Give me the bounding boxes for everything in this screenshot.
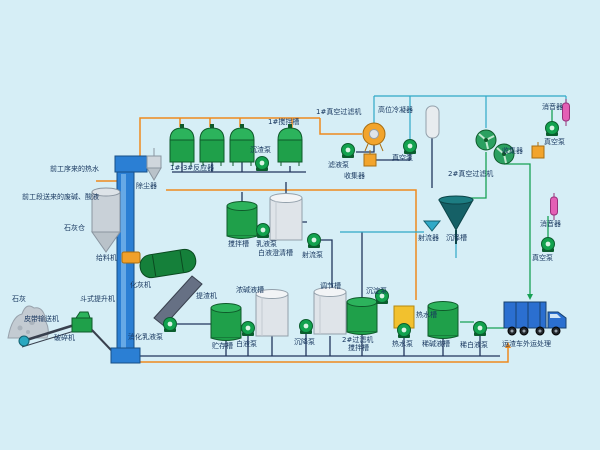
label-feeder: 给料机	[96, 254, 117, 262]
vacuum-pump1-equip	[403, 139, 417, 155]
regulating-tank-equip	[313, 287, 347, 335]
label-lime-silo: 石灰仓	[64, 224, 85, 232]
label-hot-water-in: 前工序来的热水	[50, 165, 99, 173]
label-filter2-mixer-2: 搅拌槽	[348, 344, 369, 352]
crusher-equip	[71, 311, 112, 351]
label-digestion-pump: 消化乳液泵	[128, 333, 163, 341]
label-hot-water-pump: 热水泵	[392, 340, 413, 348]
label-vacuum-pump2: 真空泵	[544, 138, 565, 146]
label-dilute-white-pump: 稀白液泵	[460, 341, 488, 349]
label-lime: 石灰	[12, 295, 26, 303]
collector2-equip	[531, 141, 545, 159]
label-settling-pump: 沉降泵	[294, 338, 315, 346]
label-white-liquor-pump: 白液泵	[236, 340, 257, 348]
label-muffler1: 消音器	[542, 103, 563, 111]
label-muffler2: 消音器	[540, 220, 561, 228]
label-vacuum-pump1: 真空泵	[392, 154, 413, 162]
label-vacuum-filter2: 2#真空过滤机	[448, 170, 494, 178]
label-sediment-pump1: 沉渣泵	[250, 146, 271, 154]
vacuum-filter1-equip	[362, 122, 386, 152]
muffler2-equip	[550, 192, 558, 221]
white-liquor-clarifier	[269, 193, 303, 241]
sediment-pump1	[255, 156, 269, 172]
vacuum-pump2-equip	[545, 121, 559, 137]
jet-pump	[307, 233, 321, 249]
lime-pile	[7, 305, 49, 339]
filter2-mixer-tank	[346, 297, 378, 335]
mixing-tank	[226, 201, 258, 239]
conc-alkali-tank-equip	[255, 289, 289, 337]
label-lime-slaker: 化灰机	[130, 281, 151, 289]
label-filtrate-pump: 滤液泵	[328, 161, 349, 169]
vacuum-filter2-condenser	[475, 129, 497, 151]
label-truck: 运渣车外运处理	[502, 340, 551, 348]
emulsion-pump	[256, 223, 270, 239]
pipe-arrows-green	[527, 294, 533, 300]
label-regulating-tank: 调节槽	[320, 282, 341, 290]
reactor-1	[169, 123, 195, 167]
digestion-emulsion-pump	[163, 317, 177, 333]
pipes-green	[452, 110, 553, 329]
dilute-alkali-tank-equip	[427, 301, 459, 339]
label-crusher: 破碎机	[54, 334, 75, 342]
settling-pump-equip	[299, 319, 313, 335]
label-storage-tank: 贮存槽	[212, 342, 233, 350]
label-vacuum-filter1: 1#真空过滤机	[316, 108, 362, 116]
label-vacuum-pump3: 真空泵	[532, 254, 553, 262]
label-dilute-alkali-tank: 稀碱液槽	[422, 340, 450, 348]
feeder-equip	[121, 251, 141, 264]
slag-truck	[503, 301, 567, 336]
label-jet-pump: 射流泵	[302, 251, 323, 259]
slag-extractor-equip	[153, 275, 203, 327]
label-conc-alkali-tank: 浓碱液槽	[236, 286, 264, 294]
dilute-white-pump-equip	[473, 321, 487, 337]
label-bucket-elevator: 斗式提升机	[80, 295, 115, 303]
label-mixer1: 1#搅拌槽	[268, 118, 300, 126]
label-high-condenser: 高位冷凝器	[378, 106, 413, 114]
label-hot-water-tank: 热水槽	[416, 311, 437, 319]
label-jet-device: 射流器	[418, 234, 439, 242]
vacuum-pump3-equip	[541, 237, 555, 253]
label-collector1: 收集器	[344, 172, 365, 180]
label-emulsion-pump: 乳液泵	[256, 240, 277, 248]
hot-water-pump-equip	[397, 323, 411, 339]
label-collector2: 收集器	[502, 147, 523, 155]
high-condenser-equip	[425, 105, 440, 139]
label-clarifier: 白液澄清槽	[258, 249, 293, 257]
label-slag-extractor: 提渣机	[196, 292, 217, 300]
filtrate-pump	[341, 143, 355, 159]
settling-funnel-equip	[438, 195, 474, 244]
label-reactors: 1#-3#反应器	[170, 164, 215, 172]
label-waste-liquor-in: 前工段送来的废碱、酸液	[22, 193, 99, 201]
label-belt-conveyor: 皮带输送机	[24, 315, 59, 323]
label-mixing-tank: 搅拌槽	[228, 240, 249, 248]
reactor-2	[199, 123, 225, 167]
lime-silo-equip	[91, 187, 121, 253]
lime-slaker-equip	[139, 248, 197, 279]
storage-tank-equip	[210, 303, 242, 341]
label-dust-collector: 除尘器	[136, 182, 157, 190]
white-liquor-pump-equip	[241, 321, 255, 337]
jet-device-equip	[422, 220, 442, 232]
mixer1-tank	[277, 123, 303, 167]
reactor-3	[229, 123, 255, 167]
label-sedimentation-pump: 沉淀泵	[366, 287, 387, 295]
label-settling-tank: 沉降槽	[446, 234, 467, 242]
muffler1-equip	[562, 98, 570, 127]
dust-collector-equip	[146, 148, 162, 181]
label-filter2-mixer-1: 2#过滤机	[342, 336, 374, 344]
